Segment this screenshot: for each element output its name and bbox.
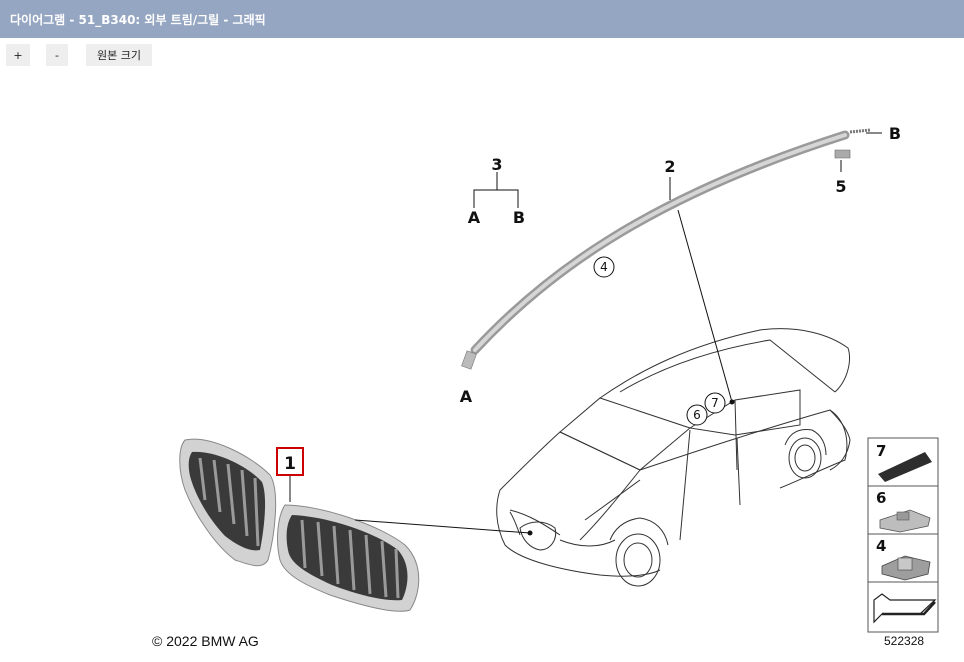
letter-b-right: B (889, 124, 901, 143)
copyright-text: © 2022 BMW AG (152, 633, 259, 649)
part-5-label[interactable]: 5 (835, 177, 846, 196)
legend-item-7-label: 7 (876, 442, 886, 460)
legend-item-6-icon (879, 509, 931, 533)
window-title: 다이어그램 - 51_B340: 외부 트림/그릴 - 그래픽 (10, 13, 266, 27)
part-4-label[interactable]: 4 (600, 260, 608, 274)
part-3-letter-b: B (513, 208, 525, 227)
part-3-letter-a: A (468, 208, 481, 227)
leader-dots (527, 399, 735, 536)
original-size-button[interactable]: 원본 크기 (86, 44, 152, 66)
image-number: 522328 (884, 634, 924, 648)
kidney-grille (179, 438, 420, 612)
letter-a-left: A (460, 387, 473, 406)
arrow-icon (873, 593, 937, 624)
window-titlebar: 다이어그램 - 51_B340: 외부 트림/그릴 - 그래픽 (0, 0, 964, 38)
part-7-label[interactable]: 7 (711, 396, 719, 410)
legend-item-4-label: 4 (876, 537, 886, 555)
part-6-circle (686, 404, 708, 426)
part-4-circle (593, 256, 615, 278)
zoom-out-button[interactable]: - (46, 44, 68, 66)
part-1-label[interactable]: 1 (284, 454, 296, 474)
zoom-in-button[interactable]: + (6, 44, 30, 66)
leader-lines (289, 132, 882, 534)
part-2-label[interactable]: 2 (664, 157, 675, 176)
part-3-label[interactable]: 3 (491, 155, 502, 174)
roof-trim-strip (461, 128, 871, 370)
part-7-circle (704, 392, 726, 414)
toolbar: + - 원본 크기 (0, 38, 964, 72)
car-illustration (496, 328, 851, 587)
part-1-highlight-box (276, 447, 304, 476)
parts-diagram[interactable]: 1 2 3 A B 4 5 B A 6 7 7 6 4 (0, 72, 964, 662)
callouts: 1 2 3 A B 4 5 B A 6 7 (276, 124, 901, 476)
part-6-label[interactable]: 6 (693, 408, 701, 422)
legend-panel: 7 6 4 (867, 437, 939, 633)
legend-item-7-icon (878, 452, 932, 482)
legend-item-4-icon (881, 555, 931, 581)
legend-item-6-label: 6 (876, 489, 886, 507)
